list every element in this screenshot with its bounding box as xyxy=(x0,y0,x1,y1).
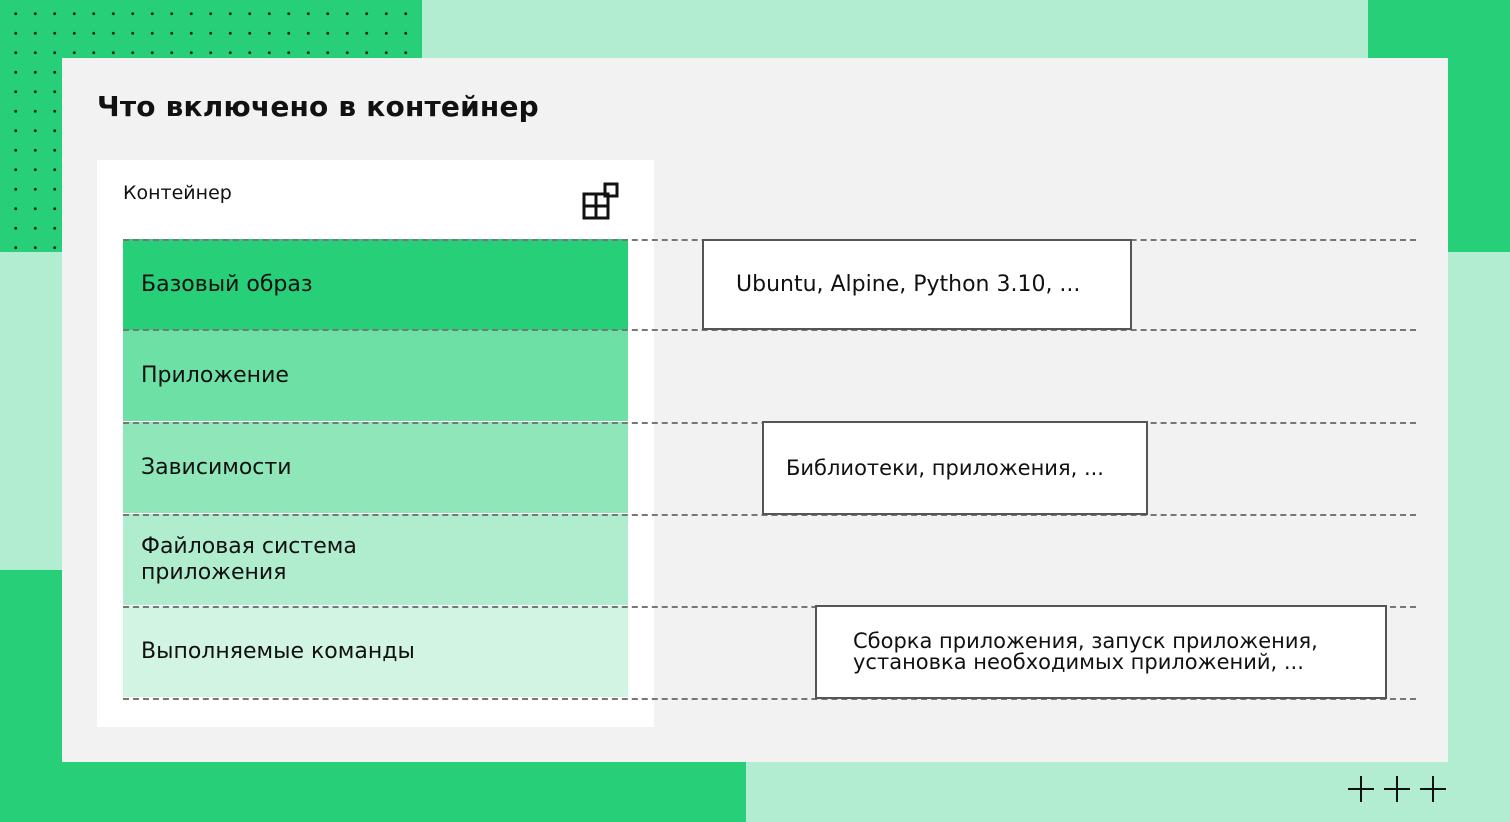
description-text: Библиотеки, приложения, ... xyxy=(786,455,1104,480)
container-blocks-icon xyxy=(582,182,619,220)
layer-filesystem: Файловая система приложения xyxy=(123,514,628,605)
diagram-card: Что включено в контейнер Контейнер Базов… xyxy=(62,58,1448,762)
description-text: Ubuntu, Alpine, Python 3.10, ... xyxy=(736,271,1081,297)
description-box-base-image: Ubuntu, Alpine, Python 3.10, ... xyxy=(702,239,1132,330)
layer-label: Приложение xyxy=(141,362,289,388)
description-text: Сборка приложения, запуск приложения, ус… xyxy=(853,629,1318,674)
container-label: Контейнер xyxy=(123,182,232,204)
dashed-separator xyxy=(123,514,1416,516)
layer-application: Приложение xyxy=(123,330,628,421)
layer-commands: Выполняемые команды xyxy=(123,606,628,697)
plus-icon xyxy=(1348,776,1374,802)
plus-signs-decoration xyxy=(1348,776,1446,802)
description-box-commands: Сборка приложения, запуск приложения, ус… xyxy=(815,605,1387,699)
layer-label: Базовый образ xyxy=(141,271,313,297)
dashed-separator xyxy=(123,329,1416,331)
layer-label: Файловая система приложения xyxy=(141,534,357,585)
page-title: Что включено в контейнер xyxy=(97,90,539,123)
dashed-separator xyxy=(123,698,1416,700)
plus-icon xyxy=(1384,776,1410,802)
plus-icon xyxy=(1420,776,1446,802)
description-box-dependencies: Библиотеки, приложения, ... xyxy=(762,421,1148,515)
layer-dependencies: Зависимости xyxy=(123,422,628,513)
layer-label: Зависимости xyxy=(141,454,292,480)
dashed-separator xyxy=(123,606,1416,608)
layer-base-image: Базовый образ xyxy=(123,239,628,330)
layer-label: Выполняемые команды xyxy=(141,638,415,664)
